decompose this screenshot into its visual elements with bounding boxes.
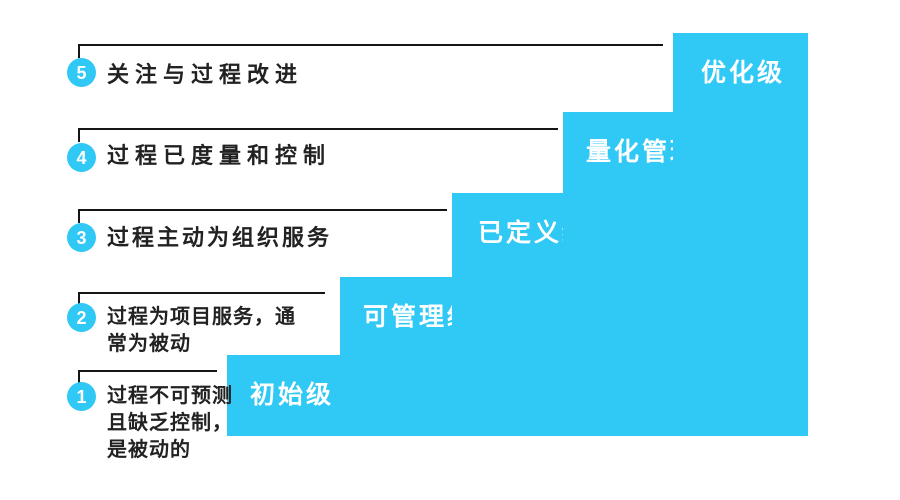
level-description-1: 过程不可预测 且缺乏控制， 是被动的 — [107, 385, 233, 461]
level-number-badge-5: 5 — [67, 58, 96, 87]
callout-line-level-2 — [78, 292, 325, 306]
level-description-4: 过程已度量和控制 — [107, 143, 332, 168]
level-number-badge-4: 4 — [67, 143, 96, 172]
callout-line-level-1 — [78, 370, 217, 384]
level-description-5: 关注与过程改进 — [107, 62, 304, 87]
callout-line-level-5 — [78, 44, 663, 58]
level-number-badge-2: 2 — [67, 303, 96, 332]
step-label-level-5: 优化级 — [701, 59, 786, 87]
callout-line-level-4 — [78, 128, 558, 142]
level-number-badge-1: 1 — [67, 382, 96, 411]
level-number-badge-3: 3 — [67, 223, 96, 252]
level-description-2: 过程为项目服务，通 常为被动 — [107, 306, 296, 355]
step-block-level-5: 优化级 — [673, 33, 808, 436]
level-description-3: 过程主动为组织服务 — [107, 225, 333, 250]
callout-line-level-3 — [78, 209, 447, 223]
step-label-level-1: 初始级 — [250, 381, 335, 409]
